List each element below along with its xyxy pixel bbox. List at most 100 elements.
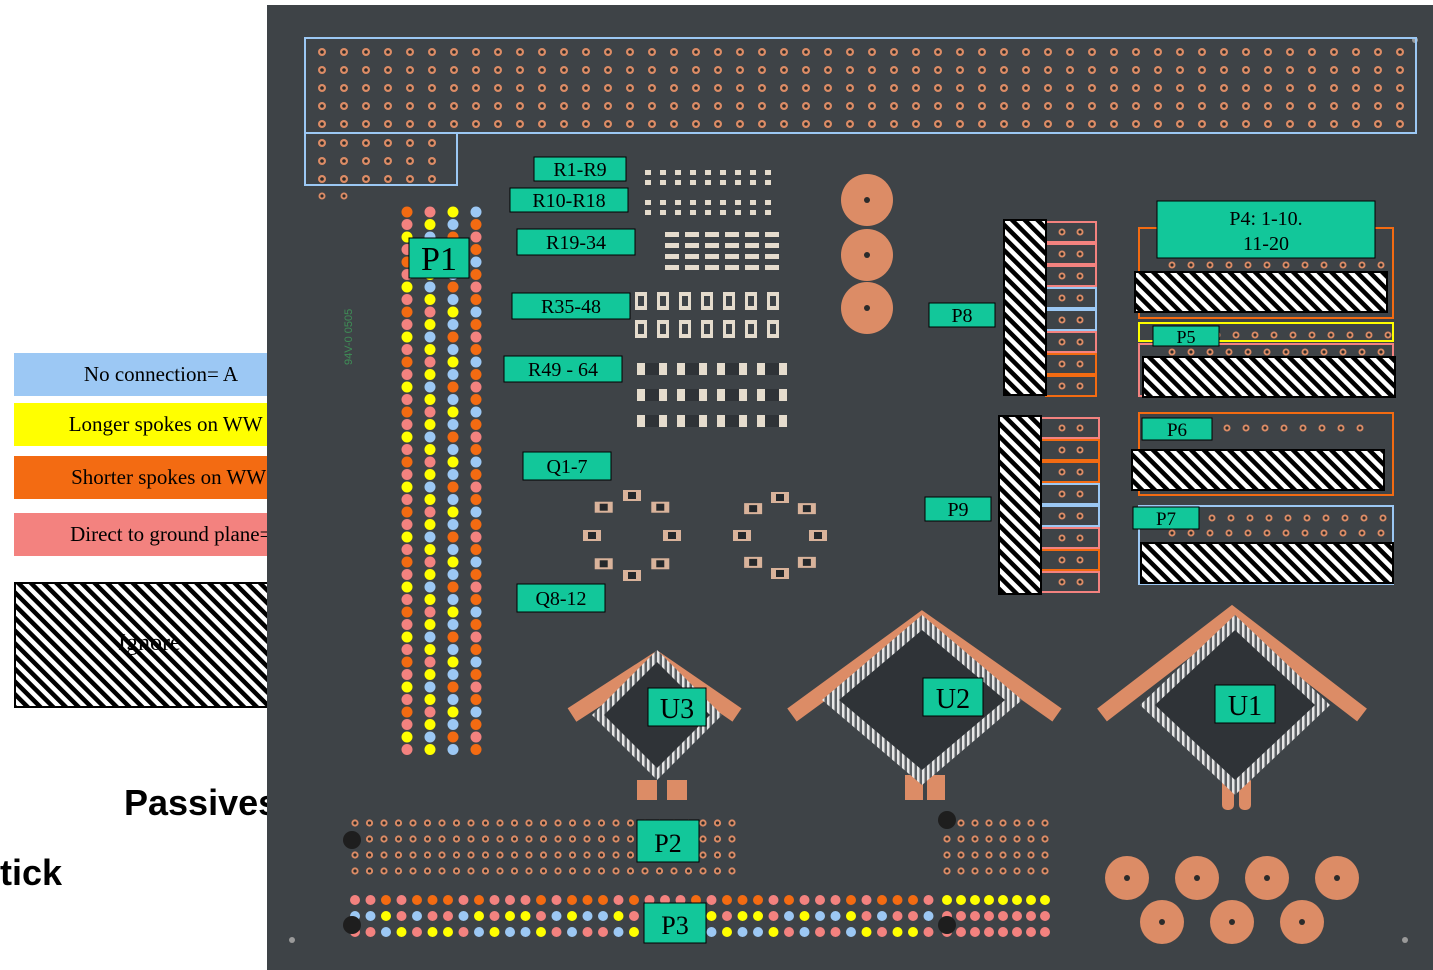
p3-pad bbox=[1012, 911, 1022, 921]
p1-pad bbox=[448, 594, 459, 605]
resistor-pad bbox=[675, 210, 681, 215]
p3-pad bbox=[784, 895, 794, 905]
resistor-pad bbox=[725, 232, 739, 237]
p1-pad bbox=[471, 607, 482, 618]
p3-pad bbox=[552, 895, 562, 905]
p3-pad bbox=[862, 911, 872, 921]
p1-pad bbox=[402, 482, 413, 493]
label-p6: P6 bbox=[1167, 420, 1187, 441]
p1-pad bbox=[471, 469, 482, 480]
p3-pad bbox=[862, 895, 872, 905]
p3-pad bbox=[598, 911, 608, 921]
p1-pad bbox=[425, 557, 436, 568]
resistor-pad bbox=[665, 265, 679, 270]
p3-pad bbox=[490, 927, 500, 937]
p3-pad bbox=[459, 911, 469, 921]
resistor-pad bbox=[735, 210, 741, 215]
p1-pad bbox=[471, 557, 482, 568]
p1-pad bbox=[471, 419, 482, 430]
label-r49-64: R49 - 64 bbox=[528, 359, 598, 381]
p1-pad bbox=[448, 632, 459, 643]
resistor-pad bbox=[690, 210, 696, 215]
resistor-pad bbox=[665, 254, 679, 259]
resistor-pad bbox=[675, 170, 681, 175]
p1-pad bbox=[448, 219, 459, 230]
resistor-pad bbox=[765, 232, 779, 237]
p1-pad bbox=[471, 257, 482, 268]
p1-pad bbox=[425, 532, 436, 543]
resistor-pad bbox=[690, 170, 696, 175]
p1-pad bbox=[448, 407, 459, 418]
resistor-pad bbox=[735, 170, 741, 175]
label-p8: P8 bbox=[951, 305, 972, 327]
p1-pad bbox=[402, 294, 413, 305]
p3-pad bbox=[984, 895, 994, 905]
resistor-pad bbox=[725, 265, 739, 270]
resistor-pad bbox=[725, 243, 739, 248]
p3-pad bbox=[459, 895, 469, 905]
p1-pad bbox=[471, 219, 482, 230]
p1-pad bbox=[425, 332, 436, 343]
p1-pad bbox=[402, 532, 413, 543]
p1-pad bbox=[471, 457, 482, 468]
legend-ignore-label: Ignore bbox=[118, 630, 181, 657]
resistor-pad bbox=[685, 243, 699, 248]
resistor-pad bbox=[705, 210, 711, 215]
p3-pad bbox=[521, 927, 531, 937]
p1-pad bbox=[448, 582, 459, 593]
p3-pad bbox=[505, 895, 515, 905]
label-r10-r18: R10-R18 bbox=[532, 190, 605, 212]
p1-pad bbox=[471, 307, 482, 318]
p3-pad bbox=[815, 927, 825, 937]
p1-pad bbox=[402, 469, 413, 480]
p1-pad bbox=[471, 382, 482, 393]
p1-pad bbox=[402, 494, 413, 505]
p3-pad bbox=[567, 895, 577, 905]
p3-pad bbox=[552, 911, 562, 921]
p3-pad bbox=[877, 911, 887, 921]
p1-pad bbox=[402, 594, 413, 605]
p1-pad bbox=[425, 344, 436, 355]
p3-pad bbox=[1040, 895, 1050, 905]
p3-pad bbox=[366, 895, 376, 905]
p3-pad bbox=[583, 911, 593, 921]
p1-pad bbox=[471, 644, 482, 655]
resistor-pad bbox=[765, 200, 771, 205]
p3-pad bbox=[956, 895, 966, 905]
p1-pad bbox=[425, 744, 436, 755]
p1-pad bbox=[425, 569, 436, 580]
p3-pad bbox=[350, 895, 360, 905]
p3-pad bbox=[583, 895, 593, 905]
p3-pad bbox=[831, 927, 841, 937]
p1-pad bbox=[448, 394, 459, 405]
p1-pad bbox=[471, 394, 482, 405]
resistor-pad bbox=[745, 254, 759, 259]
p1-pad bbox=[425, 594, 436, 605]
p1-pad bbox=[425, 619, 436, 630]
p3-pad bbox=[998, 911, 1008, 921]
p1-pad bbox=[448, 382, 459, 393]
p3-pad bbox=[924, 895, 934, 905]
p1-pad bbox=[425, 632, 436, 643]
p1-pad bbox=[425, 282, 436, 293]
p3-pad bbox=[815, 911, 825, 921]
p1-pad bbox=[425, 357, 436, 368]
p3-pad bbox=[970, 895, 980, 905]
resistor-pad bbox=[675, 180, 681, 185]
p3-pad bbox=[908, 927, 918, 937]
p3-pad bbox=[877, 927, 887, 937]
p1-pad bbox=[471, 682, 482, 693]
p3-pad bbox=[505, 927, 515, 937]
p3-pad bbox=[614, 911, 624, 921]
p3-pad bbox=[998, 895, 1008, 905]
p3-pad bbox=[521, 911, 531, 921]
p1-pad bbox=[402, 694, 413, 705]
p1-pad bbox=[471, 407, 482, 418]
p1-pad bbox=[402, 557, 413, 568]
p3-pad bbox=[984, 911, 994, 921]
resistor-pad bbox=[705, 180, 711, 185]
resistor-pad bbox=[745, 265, 759, 270]
label-p2: P2 bbox=[654, 829, 681, 858]
label-p9: P9 bbox=[947, 499, 968, 521]
p3-pad bbox=[1040, 927, 1050, 937]
